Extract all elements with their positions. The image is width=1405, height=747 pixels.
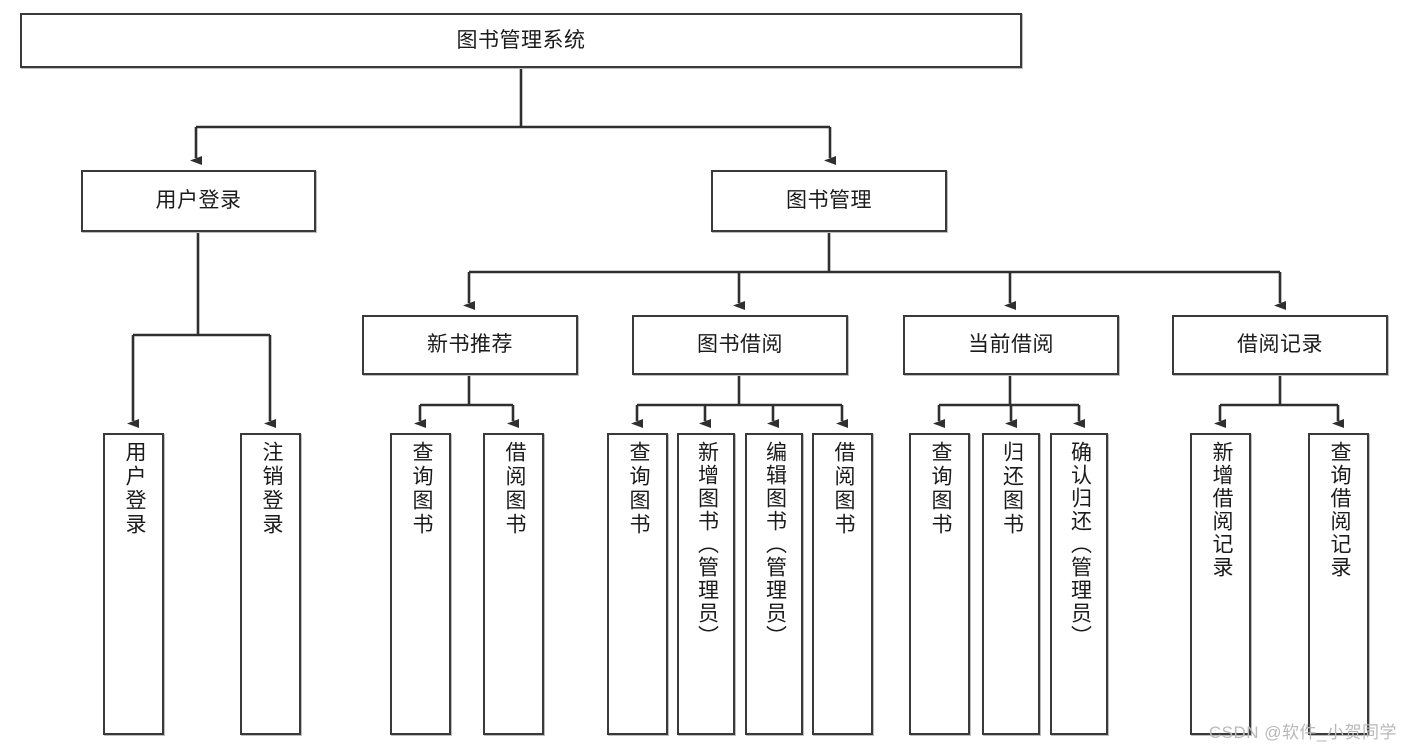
- node-leaf-borrow-book-1[interactable]: 借阅图书: [483, 433, 544, 735]
- node-leaf-add-book-label: 新增图书（管理员）: [695, 441, 719, 648]
- node-borrow-record-label: 借阅记录: [1237, 333, 1323, 357]
- node-leaf-user-login[interactable]: 用户登录: [103, 433, 164, 735]
- node-leaf-return-book-label: 归还图书: [1000, 441, 1024, 537]
- watermark: CSDN @软件_小贺同学: [1208, 723, 1397, 742]
- node-book-borrow-label: 图书借阅: [697, 333, 783, 357]
- node-book-management-label: 图书管理: [786, 189, 872, 213]
- node-leaf-edit-book-label: 编辑图书（管理员）: [763, 441, 787, 648]
- node-leaf-query-book-2-label: 查询图书: [626, 441, 650, 537]
- node-leaf-borrow-book-2[interactable]: 借阅图书: [812, 433, 873, 735]
- node-leaf-query-book-3-label: 查询图书: [928, 441, 952, 537]
- node-new-book-recommend[interactable]: 新书推荐: [362, 315, 578, 375]
- node-root-label: 图书管理系统: [456, 28, 586, 52]
- node-leaf-query-book-3[interactable]: 查询图书: [909, 433, 970, 735]
- node-book-borrow[interactable]: 图书借阅: [632, 315, 848, 375]
- node-leaf-logout-label: 注销登录: [259, 441, 283, 537]
- node-leaf-query-book-1[interactable]: 查询图书: [390, 433, 451, 735]
- node-leaf-add-book[interactable]: 新增图书（管理员）: [677, 433, 735, 735]
- node-leaf-user-login-label: 用户登录: [122, 441, 146, 537]
- node-leaf-logout[interactable]: 注销登录: [240, 433, 301, 735]
- node-new-book-recommend-label: 新书推荐: [427, 333, 513, 357]
- node-book-management[interactable]: 图书管理: [711, 170, 947, 232]
- node-current-borrow[interactable]: 当前借阅: [903, 315, 1119, 375]
- node-leaf-query-book-1-label: 查询图书: [409, 441, 433, 537]
- node-root[interactable]: 图书管理系统: [20, 13, 1022, 68]
- node-leaf-query-record[interactable]: 查询借阅记录: [1308, 433, 1369, 735]
- node-user-login-label: 用户登录: [155, 189, 242, 213]
- node-user-login[interactable]: 用户登录: [81, 170, 316, 232]
- node-leaf-edit-book[interactable]: 编辑图书（管理员）: [745, 433, 803, 735]
- node-borrow-record[interactable]: 借阅记录: [1172, 315, 1388, 375]
- node-leaf-add-record[interactable]: 新增借阅记录: [1190, 433, 1251, 735]
- node-leaf-confirm-return-label: 确认归还（管理员）: [1068, 441, 1092, 648]
- node-leaf-query-record-label: 查询借阅记录: [1327, 441, 1351, 579]
- node-current-borrow-label: 当前借阅: [968, 333, 1054, 357]
- node-leaf-borrow-book-2-label: 借阅图书: [831, 441, 855, 537]
- node-leaf-confirm-return[interactable]: 确认归还（管理员）: [1050, 433, 1108, 735]
- node-leaf-borrow-book-1-label: 借阅图书: [502, 441, 526, 537]
- node-leaf-add-record-label: 新增借阅记录: [1209, 441, 1233, 579]
- node-leaf-query-book-2[interactable]: 查询图书: [607, 433, 668, 735]
- node-leaf-return-book[interactable]: 归还图书: [982, 433, 1040, 735]
